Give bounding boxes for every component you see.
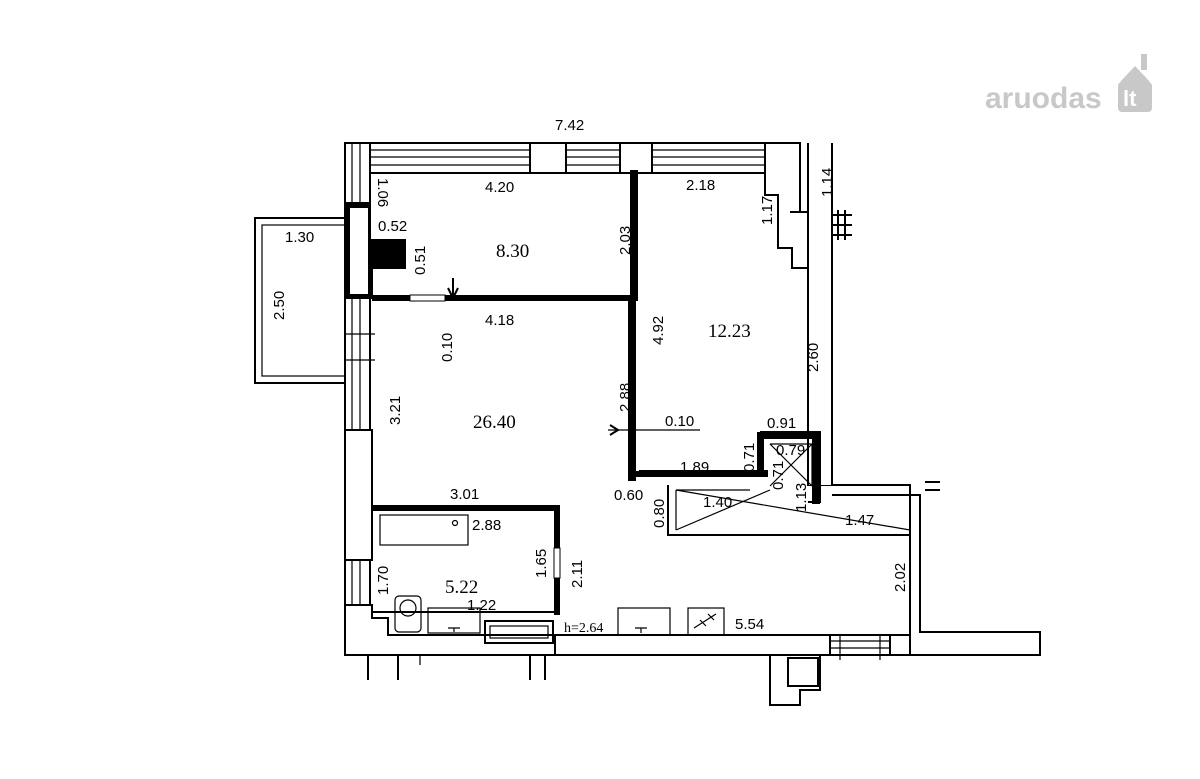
watermark-brand: aruodas <box>985 82 1102 115</box>
dim-bedroom-bottom: 1.89 <box>680 459 709 476</box>
house-icon <box>1120 66 1150 82</box>
ceiling-height: h=2.64 <box>564 621 603 636</box>
dim-pillar-depth: 0.51 <box>412 246 429 275</box>
dim-closet-top: 0.79 <box>776 442 805 459</box>
dim-partition-upper: 2.88 <box>617 383 634 412</box>
dim-right-outer: 1.14 <box>819 168 836 197</box>
dim-bath-left: 1.70 <box>375 566 392 595</box>
dim-hall-step-a: 0.60 <box>614 487 643 504</box>
dim-closet-side-b: 0.71 <box>770 461 787 490</box>
dim-bedroom-depth: 4.92 <box>650 316 667 345</box>
dim-bedroom-top: 2.18 <box>686 177 715 194</box>
dim-kitchen-width: 4.20 <box>485 179 514 196</box>
dim-pillar-width: 0.52 <box>378 218 407 235</box>
lower-structure <box>367 654 821 706</box>
dim-door-gap: 0.10 <box>439 333 456 362</box>
dim-kitchen-height: 2.03 <box>617 226 634 255</box>
dim-closet-side-a: 0.71 <box>741 443 758 472</box>
dim-bedroom-right: 2.60 <box>805 343 822 372</box>
interior-walls <box>372 170 911 644</box>
watermark: aruodas lt <box>985 54 1152 115</box>
dim-bath-tub: 2.88 <box>472 517 501 534</box>
dim-balcony-depth: 2.50 <box>271 291 288 320</box>
dim-hall-diag-b: 1.47 <box>845 512 874 529</box>
dim-hall-diag-a: 1.40 <box>703 494 732 511</box>
dim-closet-width: 0.91 <box>767 415 796 432</box>
room-areas: 8.30 12.23 26.40 5.22 <box>445 241 751 598</box>
dim-hall-bottom: 5.54 <box>735 616 764 633</box>
chimney-icon <box>1141 54 1147 70</box>
dim-partition-gap: 0.10 <box>665 413 694 430</box>
area-living: 26.40 <box>473 412 516 433</box>
area-bedroom: 12.23 <box>708 321 751 342</box>
dim-bath-top: 3.01 <box>450 486 479 503</box>
dim-closet-diag: 1.13 <box>793 483 810 512</box>
dim-hall-right: 2.02 <box>892 563 909 592</box>
area-bathroom: 5.22 <box>445 577 478 598</box>
dim-bath-bottom: 1.22 <box>467 597 496 614</box>
dim-bedroom-notch: 1.17 <box>759 196 776 225</box>
dim-hall-step-b: 0.80 <box>651 499 668 528</box>
dim-bath-right: 2.11 <box>569 560 586 588</box>
watermark-badge <box>1118 82 1152 112</box>
dim-kitchen-bottom: 4.18 <box>485 312 514 329</box>
dim-balcony-width: 1.30 <box>285 229 314 246</box>
outer-walls <box>344 142 1041 660</box>
dim-total-width: 7.42 <box>555 117 584 134</box>
dimension-labels: 7.42 4.20 1.06 0.52 0.51 2.03 4.18 0.10 … <box>271 117 909 636</box>
watermark-tld: lt <box>1123 86 1137 111</box>
area-kitchen: 8.30 <box>496 241 529 262</box>
dim-living-left: 3.21 <box>387 396 404 425</box>
dim-bath-door: 1.65 <box>533 549 550 578</box>
dim-kitchen-depth: 1.06 <box>374 178 391 207</box>
